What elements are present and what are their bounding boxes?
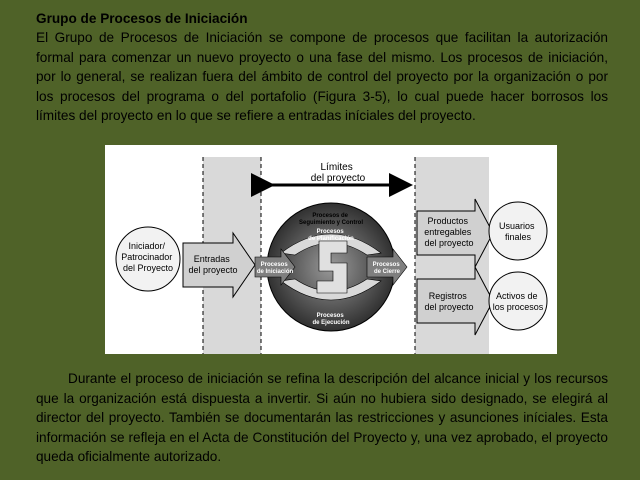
process-assets-label: Activos de los procesos: [493, 291, 544, 312]
slide-heading: Grupo de Procesos de Iniciación: [36, 11, 248, 26]
records-label: Registros del proyecto: [424, 291, 473, 312]
inputs-label: Entradas del proyecto: [188, 254, 237, 275]
closing-process-label: Procesos de Cierre: [373, 262, 402, 275]
executing-label: Procesos de Ejecución: [312, 313, 349, 326]
process-groups-diagram: Límites del proyecto Iniciador/ Patrocin…: [105, 145, 557, 354]
deliverables-label: Productos entregables del proyecto: [424, 216, 474, 248]
boundary-label: Límites del proyecto: [311, 162, 366, 184]
cycle-arrow-top: [280, 233, 382, 256]
cycle-arrow-bottom: [280, 278, 382, 301]
end-users-label: Usuarios finales: [499, 221, 537, 242]
sponsor-label: Iniciador/ Patrocinador del Proyecto: [121, 241, 175, 273]
records-arrow: [416, 266, 494, 336]
sponsor-circle: [115, 226, 181, 292]
inputs-arrow: [182, 231, 256, 299]
cycle-s-shape: [316, 240, 348, 294]
initiating-arrow: [254, 248, 296, 286]
closing-paragraph: Durante el proceso de iniciación se refi…: [36, 371, 608, 464]
intro-paragraph: El Grupo de Procesos de Iniciación se co…: [36, 30, 608, 123]
monitoring-label: Procesos de Seguimiento y Control: [299, 213, 363, 226]
planning-label: Procesos de Planificación: [308, 229, 354, 242]
closing-arrow: [366, 248, 408, 286]
end-users-circle: [488, 201, 548, 261]
initiating-label: Procesos de Iniciación: [257, 262, 294, 275]
deliverables-arrow: [416, 198, 494, 268]
process-assets-circle: [488, 271, 548, 331]
